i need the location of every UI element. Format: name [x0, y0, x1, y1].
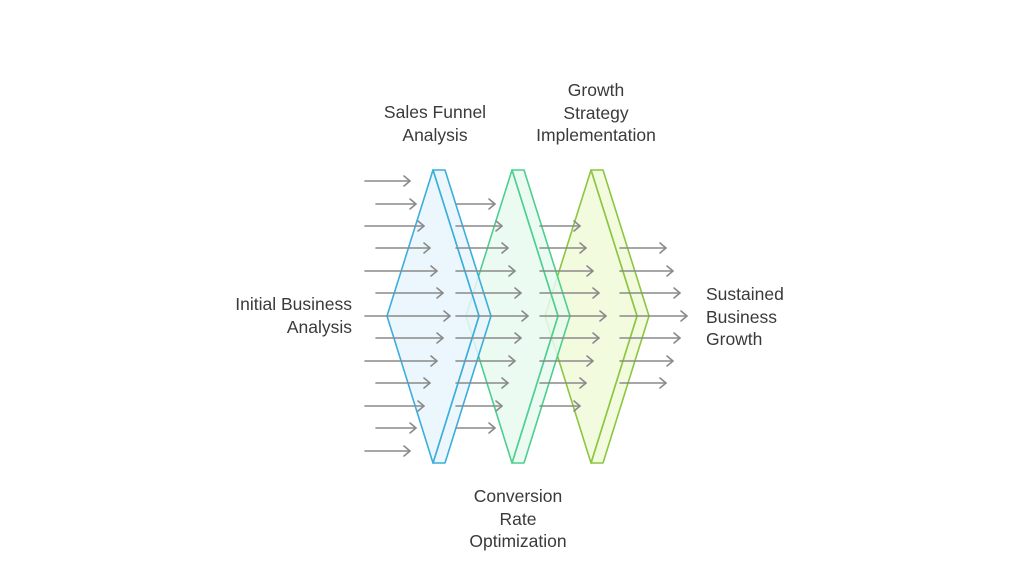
output-label-line: Growth: [706, 329, 763, 349]
output-arrow: [619, 265, 674, 277]
output-arrow: [619, 242, 667, 254]
arrow-head: [579, 377, 587, 389]
input-arrow: [375, 422, 417, 434]
arrow-head: [592, 332, 600, 344]
stage-arrow: [455, 422, 496, 434]
input-arrow: [364, 355, 438, 367]
arrow-head: [423, 242, 431, 254]
stage-arrow: [455, 287, 522, 299]
arrow-head: [430, 265, 438, 277]
input-arrow: [375, 242, 431, 254]
stage-arrow: [455, 355, 516, 367]
arrow-head: [488, 422, 496, 434]
arrow-head: [514, 287, 522, 299]
stage-arrow: [539, 265, 594, 277]
arrow-head: [586, 355, 594, 367]
stage-arrow: [455, 310, 529, 322]
output-label: Sustained Business Growth: [706, 283, 846, 351]
arrow-head: [436, 287, 444, 299]
arrow-head: [666, 355, 674, 367]
arrow-head: [430, 355, 438, 367]
arrow-head: [508, 355, 516, 367]
input-arrow: [364, 175, 411, 187]
output-arrow: [619, 355, 674, 367]
stage-label-line: Optimization: [469, 531, 567, 551]
arrow-head: [409, 422, 417, 434]
arrow-head: [417, 400, 425, 412]
stage-arrow: [455, 332, 522, 344]
arrow-head: [599, 310, 607, 322]
stage-arrow: [455, 220, 503, 232]
input-arrow: [364, 310, 451, 322]
arrow-head: [592, 287, 600, 299]
stage-arrow: [455, 265, 516, 277]
arrow-head: [579, 242, 587, 254]
output-arrow: [619, 377, 667, 389]
stage-arrow: [455, 377, 509, 389]
stage-arrow: [455, 400, 503, 412]
arrow-head: [508, 265, 516, 277]
output-label-line: Business: [706, 306, 778, 327]
output-label-line: Sustained: [706, 284, 784, 304]
stage-label-line: Implementation: [536, 125, 656, 145]
arrow-head: [403, 175, 411, 187]
stage-arrow: [455, 242, 509, 254]
stage-arrow: [539, 242, 587, 254]
arrow-head: [586, 265, 594, 277]
input-arrow: [375, 377, 431, 389]
arrow-head: [417, 220, 425, 232]
stage-arrow: [539, 355, 594, 367]
input-arrow: [375, 332, 444, 344]
stage-label-line: Sales Funnel: [383, 102, 487, 122]
arrow-head: [673, 287, 681, 299]
stage-arrow: [455, 198, 496, 210]
arrow-head: [488, 198, 496, 210]
arrow-head: [409, 198, 417, 210]
stage-label-line: Rate: [499, 508, 537, 529]
input-arrow: [375, 198, 417, 210]
arrow-head: [666, 265, 674, 277]
input-arrow: [364, 220, 425, 232]
input-arrow: [364, 445, 411, 457]
output-arrow: [619, 310, 688, 322]
input-arrow: [375, 287, 444, 299]
input-label: Initial Business Analysis: [190, 293, 352, 338]
arrow-head: [514, 332, 522, 344]
arrow-head: [573, 400, 581, 412]
stage-arrow: [539, 287, 600, 299]
arrow-head: [443, 310, 451, 322]
arrow-head: [495, 400, 503, 412]
output-arrow: [619, 332, 681, 344]
stage-arrow: [539, 377, 587, 389]
stage-arrow: [539, 400, 581, 412]
stage-label-line: Conversion: [473, 486, 563, 506]
arrow-head: [501, 377, 509, 389]
arrow-head: [680, 310, 688, 322]
stage-label-line: Strategy: [563, 102, 629, 123]
input-label-line: Analysis: [286, 316, 352, 337]
stage-arrow: [539, 310, 607, 322]
stage-arrow: [539, 332, 600, 344]
arrow-head: [673, 332, 681, 344]
arrow-head: [659, 242, 667, 254]
stage-label-sales-funnel: Sales Funnel Analysis: [360, 101, 510, 146]
input-label-line: Initial Business: [235, 294, 352, 314]
input-arrow: [364, 400, 425, 412]
arrow-head: [423, 377, 431, 389]
arrow-head: [521, 310, 529, 322]
arrow-head: [403, 445, 411, 457]
stage-label-conversion: Conversion Rate Optimization: [440, 485, 596, 553]
stage-label-growth-strategy: Growth Strategy Implementation: [510, 79, 682, 147]
stage-label-line: Growth: [567, 80, 625, 100]
stage-arrow: [539, 220, 581, 232]
output-arrow: [619, 287, 681, 299]
arrow-head: [495, 220, 503, 232]
arrow-head: [573, 220, 581, 232]
arrow-head: [436, 332, 444, 344]
stage-label-line: Analysis: [402, 124, 468, 145]
arrow-head: [501, 242, 509, 254]
input-arrow: [364, 265, 438, 277]
arrow-head: [659, 377, 667, 389]
